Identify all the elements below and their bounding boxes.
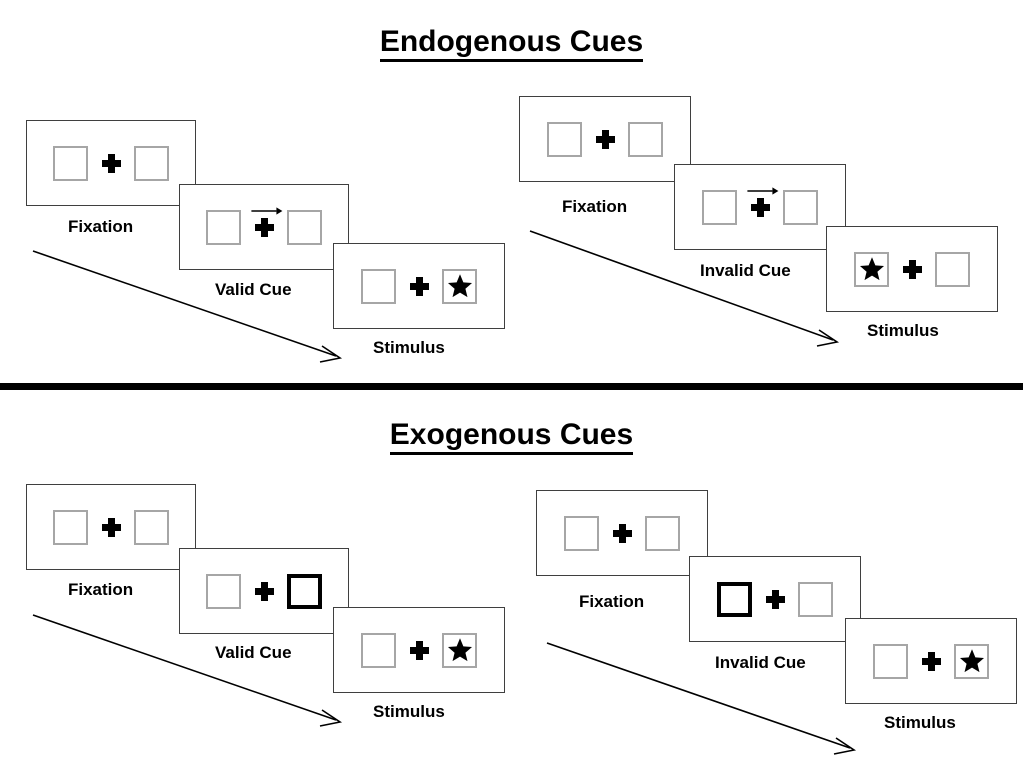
plus-icon [595,129,615,149]
stage-label-endogenous-valid-fixation: Fixation [68,217,134,236]
fixation-cross-wrap [599,510,645,556]
panel-content [564,510,680,556]
section-title-exogenous-text: Exogenous Cues [389,418,634,455]
plus-icon [902,259,922,279]
box-right [935,251,970,287]
star-icon [447,273,473,299]
fixation-cross-wrap [582,116,628,162]
section-title-exogenous: Exogenous Cues [0,418,1023,455]
stage-label-exogenous-invalid-stimulus: Stimulus [884,713,956,732]
box-left [854,251,889,287]
box-left [564,515,599,551]
panel-exogenous-valid-stimulus[interactable] [333,607,505,693]
star-icon [447,637,473,663]
panel-exogenous-valid-fixation[interactable] [26,484,196,570]
box-right-cued [287,573,322,609]
panel-content [854,246,970,292]
panel-exogenous-invalid-fixation[interactable] [536,490,708,576]
fixation-cross-wrap [908,638,954,684]
panel-endogenous-valid-cue[interactable] [179,184,349,270]
plus-icon [750,197,770,217]
plus-icon [409,640,429,660]
panel-content [547,116,663,162]
star-icon [959,648,985,674]
box-left [361,632,396,668]
fixation-cross-wrap [241,204,287,250]
plus-icon [612,523,632,543]
stage-label-endogenous-valid-cue: Valid Cue [215,280,292,299]
fixation-cross-wrap [752,576,798,622]
fixation-cross-wrap [88,504,134,550]
panel-endogenous-invalid-fixation[interactable] [519,96,691,182]
stage-label-endogenous-invalid-fixation: Fixation [562,197,628,216]
star-icon [859,256,885,282]
section-divider [0,383,1023,390]
stage-label-exogenous-valid-stimulus: Stimulus [373,702,445,721]
box-left [53,509,88,545]
panel-content [206,568,322,614]
box-left [361,268,396,304]
plus-icon [254,581,274,601]
plus-icon [921,651,941,671]
plus-icon [254,217,274,237]
fixation-cross-wrap [241,568,287,614]
stage-label-exogenous-invalid-cue: Invalid Cue [715,653,806,672]
stage-label-exogenous-valid-cue: Valid Cue [215,643,292,662]
fixation-cross-wrap [396,263,442,309]
arrow-right-icon [746,186,780,198]
panel-content [361,263,477,309]
section-title-endogenous: Endogenous Cues [0,25,1023,62]
box-right [134,509,169,545]
panel-exogenous-invalid-cue[interactable] [689,556,861,642]
box-left [53,145,88,181]
stage-label-endogenous-invalid-stimulus: Stimulus [867,321,939,340]
box-left [873,643,908,679]
box-left-cued [717,581,752,617]
fixation-cross-wrap [88,140,134,186]
panel-endogenous-valid-fixation[interactable] [26,120,196,206]
box-right [442,268,477,304]
panel-endogenous-valid-stimulus[interactable] [333,243,505,329]
panel-content [717,576,833,622]
time-flow-arrow-exogenous-invalid [544,640,864,758]
stage-label-endogenous-valid-stimulus: Stimulus [373,338,445,357]
box-left [702,189,737,225]
box-left [547,121,582,157]
plus-icon [765,589,785,609]
panel-endogenous-invalid-stimulus[interactable] [826,226,998,312]
box-right [134,145,169,181]
box-left [206,573,241,609]
plus-icon [409,276,429,296]
fixation-cross-wrap [889,246,935,292]
stage-label-endogenous-invalid-cue: Invalid Cue [700,261,791,280]
box-left [206,209,241,245]
box-right [287,209,322,245]
fixation-cross-wrap [396,627,442,673]
section-title-endogenous-text: Endogenous Cues [379,25,644,62]
panel-content [702,184,818,230]
plus-icon [101,153,121,173]
panel-content [361,627,477,673]
arrow-right-icon [250,206,284,218]
box-right [798,581,833,617]
panel-content [53,140,169,186]
stage-label-exogenous-invalid-fixation: Fixation [579,592,645,611]
panel-content [873,638,989,684]
panel-exogenous-valid-cue[interactable] [179,548,349,634]
box-right [442,632,477,668]
box-right [954,643,989,679]
panel-content [206,204,322,250]
stage-label-exogenous-valid-fixation: Fixation [68,580,134,599]
panel-endogenous-invalid-cue[interactable] [674,164,846,250]
box-right [645,515,680,551]
box-right [783,189,818,225]
panel-content [53,504,169,550]
panel-exogenous-invalid-stimulus[interactable] [845,618,1017,704]
plus-icon [101,517,121,537]
fixation-cross-wrap [737,184,783,230]
box-right [628,121,663,157]
